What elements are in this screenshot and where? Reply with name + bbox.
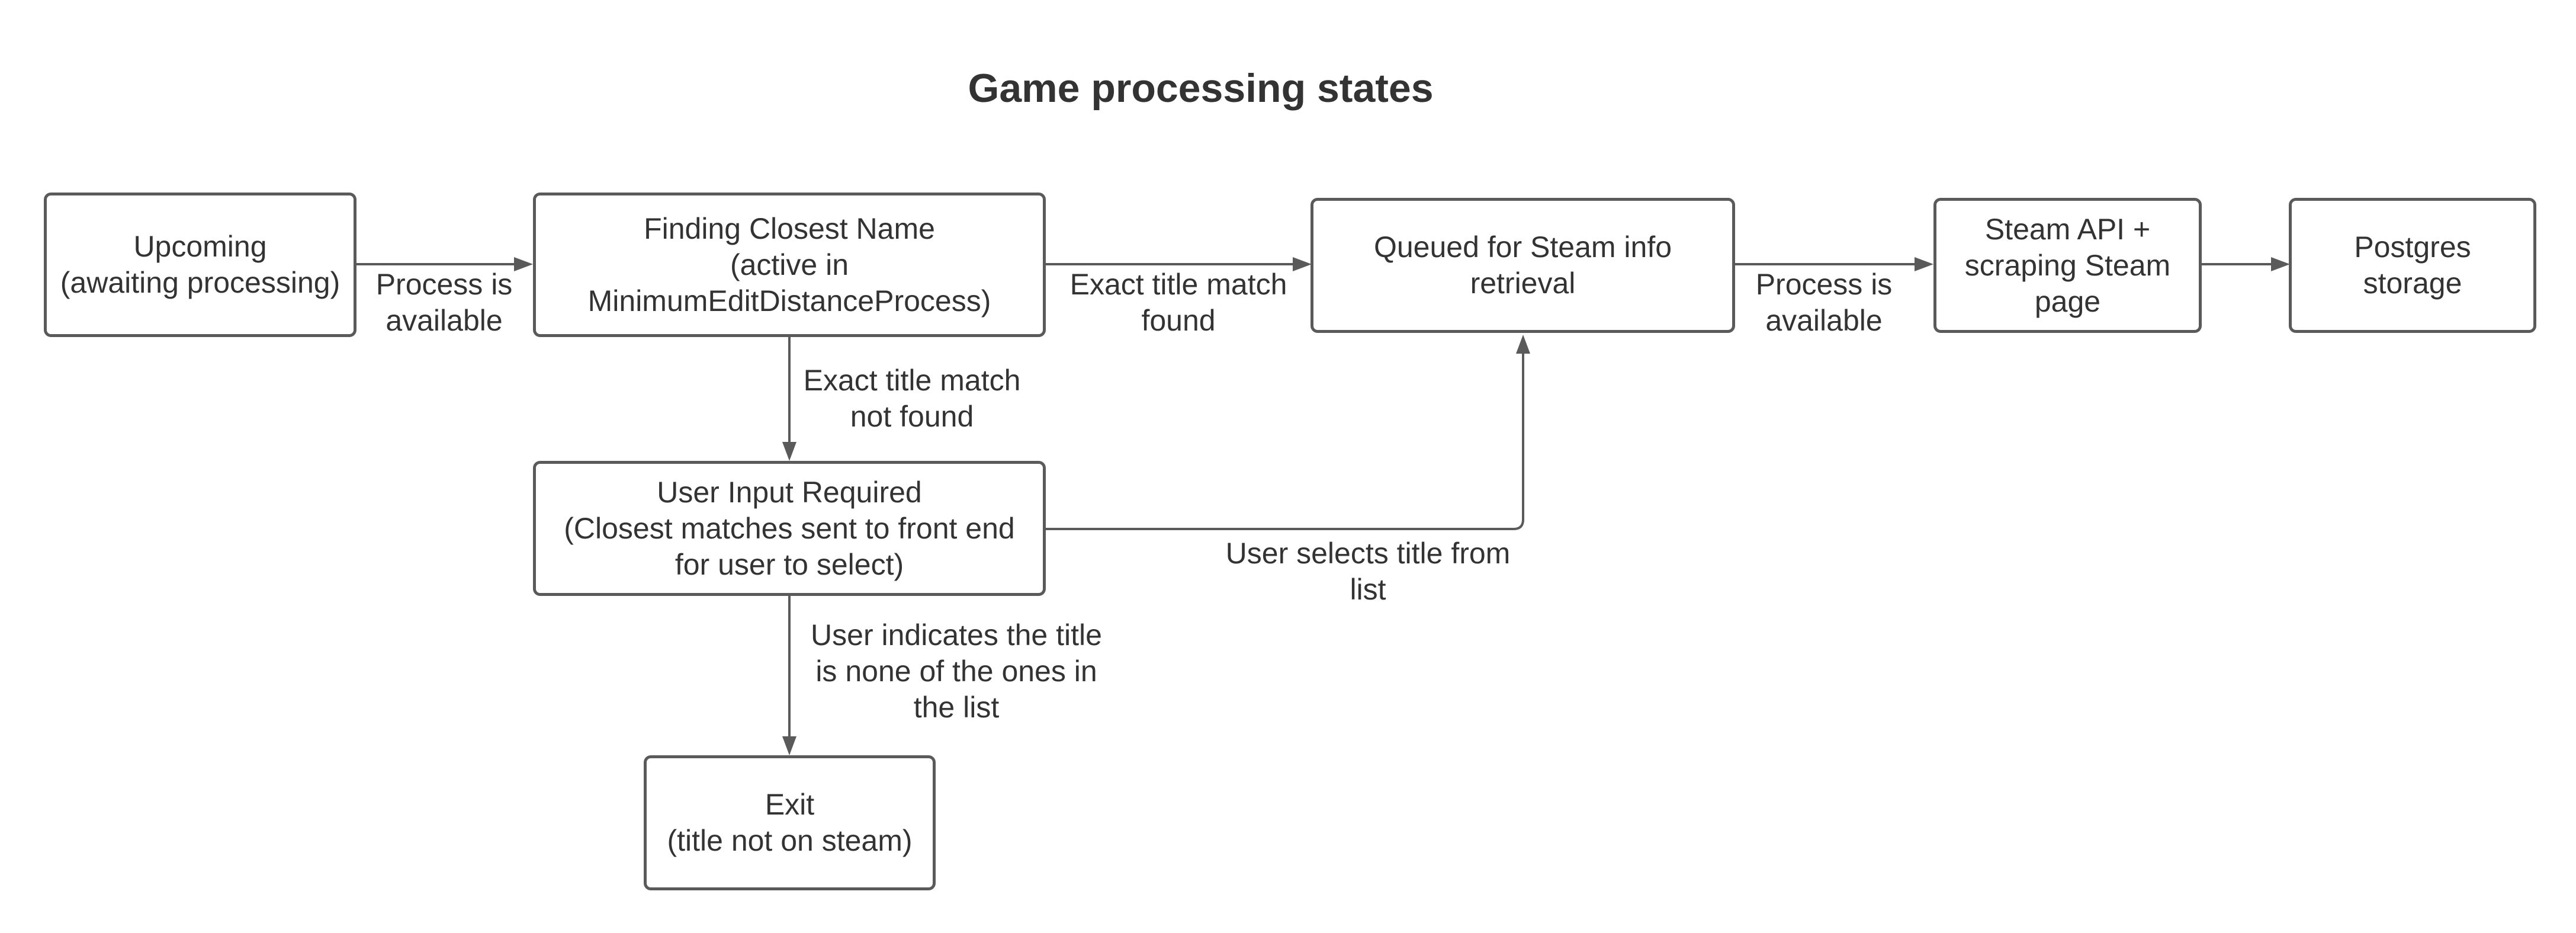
label-queued-to-steam-api: Process is available <box>1741 267 1907 339</box>
label-user-input-to-exit-line-3: the list <box>913 691 1000 724</box>
node-postgres-storage: Postgres storage <box>2289 198 2536 333</box>
node-steam-api-line-2: scraping Steam <box>1964 248 2171 282</box>
label-finding-to-user-input-line-2: not found <box>850 400 974 433</box>
arrowhead-postgres <box>2271 257 2290 271</box>
node-upcoming-line-1: Upcoming <box>133 230 267 263</box>
edge-user-input-to-queued <box>1045 352 1524 530</box>
label-upcoming-to-finding-line-2: available <box>386 304 503 337</box>
label-user-input-to-exit-line-2: is none of the ones in <box>815 655 1097 688</box>
node-postgres-line-1: Postgres <box>2354 230 2471 264</box>
label-user-input-to-exit-line-1: User indicates the title <box>811 618 1102 652</box>
arrowhead-finding <box>514 257 533 271</box>
label-queued-to-steam-api-line-1: Process is <box>1755 268 1893 301</box>
arrowhead-user-input <box>782 442 796 461</box>
node-upcoming: Upcoming (awaiting processing) <box>44 193 356 337</box>
arrowhead-queued <box>1293 257 1312 271</box>
label-finding-to-user-input-line-1: Exact title match <box>803 364 1021 397</box>
node-user-input-line-1: User Input Required <box>657 475 922 509</box>
label-finding-to-queued-line-2: found <box>1141 304 1216 337</box>
label-upcoming-to-finding: Process is available <box>361 267 527 339</box>
arrowhead-steam-api <box>1915 257 1933 271</box>
node-steam-api: Steam API + scraping Steam page <box>1933 198 2202 333</box>
label-user-input-to-queued: User selects title from list <box>1196 536 1540 608</box>
label-user-input-to-exit: User indicates the title is none of the … <box>794 617 1119 726</box>
node-postgres-line-2: storage <box>2363 267 2462 300</box>
node-steam-api-line-3: page <box>2034 284 2101 318</box>
node-user-input-line-2: (Closest matches sent to front end <box>564 511 1015 545</box>
node-upcoming-line-2: (awaiting processing) <box>60 266 341 299</box>
label-user-input-to-queued-line-1: User selects title from <box>1225 537 1511 570</box>
node-finding-line-2: (active in <box>730 248 849 281</box>
node-exit-line-1: Exit <box>765 788 815 821</box>
arrowhead-queued-bottom <box>1516 335 1530 354</box>
label-finding-to-user-input: Exact title match not found <box>788 363 1036 435</box>
node-exit-line-2: (title not on steam) <box>667 824 913 857</box>
label-queued-to-steam-api-line-2: available <box>1765 304 1883 337</box>
label-upcoming-to-finding-line-1: Process is <box>375 268 513 301</box>
node-finding-line-3: MinimumEditDistanceProcess) <box>587 284 991 318</box>
node-user-input-line-3: for user to select) <box>674 547 904 581</box>
label-user-input-to-queued-line-2: list <box>1350 573 1386 606</box>
label-finding-to-queued: Exact title match found <box>1048 267 1309 339</box>
label-finding-to-queued-line-1: Exact title match <box>1069 268 1287 301</box>
node-queued-line-2: retrieval <box>1470 267 1576 300</box>
node-queued-line-1: Queued for Steam info <box>1373 230 1672 264</box>
node-steam-api-line-1: Steam API + <box>1984 212 2151 246</box>
node-finding-closest-name: Finding Closest Name (active in MinimumE… <box>533 193 1046 337</box>
node-exit: Exit (title not on steam) <box>644 755 936 890</box>
arrowhead-exit <box>782 736 796 755</box>
diagram-title: Game processing states <box>968 66 1434 111</box>
node-queued-for-steam-info: Queued for Steam info retrieval <box>1311 198 1735 333</box>
node-user-input-required: User Input Required (Closest matches sen… <box>533 461 1046 596</box>
node-finding-line-1: Finding Closest Name <box>644 211 935 245</box>
